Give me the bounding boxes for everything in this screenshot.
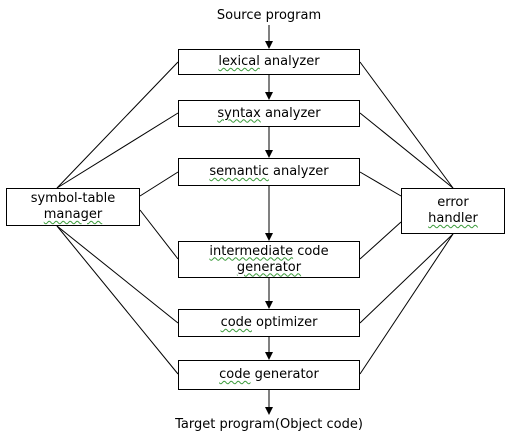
target-program-label: Target program(Object code)	[175, 417, 363, 432]
symbol-table-connectors	[56, 61, 179, 375]
lexical-analyzer-box: lexical analyzer	[178, 49, 360, 75]
source-program-label: Source program	[216, 8, 322, 23]
error-handler-connectors	[359, 61, 454, 375]
code-optimizer-box: code optimizer	[178, 309, 360, 337]
syntax-analyzer-box: syntax analyzer	[178, 100, 360, 127]
semantic-analyzer-box: semantic analyzer	[178, 158, 360, 186]
code-generator-box: code generator	[178, 360, 360, 390]
